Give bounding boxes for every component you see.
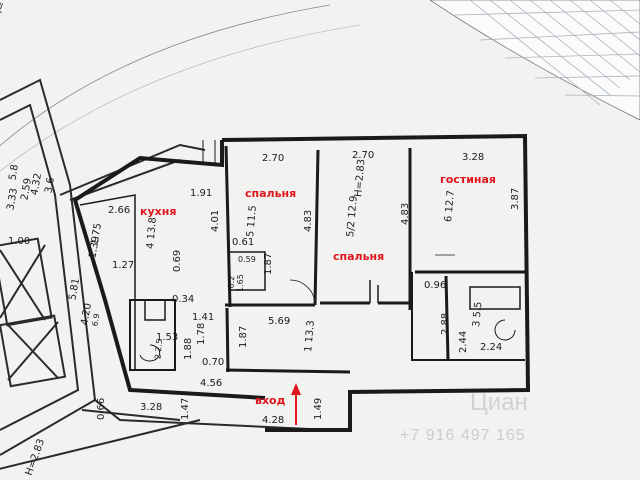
dim-hall-a: 1.41 bbox=[192, 312, 214, 323]
dim-bedroom1-right: 4.83 bbox=[303, 210, 314, 232]
dim-hall-mid: 5.69 bbox=[268, 316, 290, 327]
dim-kitchen-left: 2.66 bbox=[108, 205, 130, 216]
watermark-phone: +7 916 497 165 bbox=[400, 427, 526, 444]
dim-left-i: 5.8 bbox=[7, 164, 21, 182]
graph-paper-grid bbox=[429, 0, 640, 121]
dim-bath-c: 2.44 bbox=[458, 331, 469, 353]
room-label-bedroom-1: спальня bbox=[245, 187, 296, 200]
dim-bedroom2-right: 4.83 bbox=[400, 203, 411, 225]
room-code-wc: 2 2.5 bbox=[153, 338, 164, 359]
dim-kitchen-b: 1.27 bbox=[112, 260, 134, 271]
dim-left-h: 3.33 bbox=[5, 187, 20, 211]
dim-left-g: 2.59 bbox=[19, 177, 34, 201]
dim-bedroom2-top: 2.70 bbox=[352, 150, 374, 161]
dim-bath-a: 0.96 bbox=[424, 280, 446, 291]
dim-bath-d: 2.24 bbox=[480, 342, 502, 353]
dim-left-a: 1.00 bbox=[8, 236, 30, 247]
apartment-walls bbox=[72, 133, 531, 432]
left-building-structure bbox=[0, 78, 331, 470]
dim-left-f: 3.6 bbox=[43, 177, 57, 195]
room-code-bedroom-1: 5 11.5 bbox=[245, 205, 259, 238]
room-label-living-room: гостиная bbox=[440, 173, 496, 186]
dim-wc-a: 1.53 bbox=[156, 332, 178, 343]
room-code-bedroom-2: 5/2 12.9 bbox=[345, 195, 360, 237]
dim-wc-b: 1.78 bbox=[196, 323, 207, 345]
entrance-arrow bbox=[291, 383, 301, 425]
dim-hall-b: 0.70 bbox=[202, 357, 224, 368]
room-height-mark: H=2.83 bbox=[353, 159, 367, 198]
dim-kitchen-d: 1.75 bbox=[89, 222, 104, 246]
dimensions: 1.91 2.66 4.01 0.69 1.27 1.39 1.75 2.70 … bbox=[5, 150, 521, 477]
dim-left-c: 4.20 bbox=[79, 302, 94, 326]
dim-entrance-a: 4.56 bbox=[200, 378, 222, 389]
dim-bedroom1-small: 0.61 bbox=[232, 237, 254, 248]
dim-hall-left: 1.87 bbox=[238, 326, 249, 348]
dim-bedroom1-top: 2.70 bbox=[262, 153, 284, 164]
dim-corridor-b: 1.47 bbox=[180, 398, 191, 420]
dim-bedroom1-c2: 1.87 bbox=[263, 253, 274, 275]
dim-kitchen-right: 4.01 bbox=[210, 210, 221, 232]
dim-kitchen-a: 0.69 bbox=[172, 250, 183, 272]
room-label-bedroom-2: спальня bbox=[333, 250, 384, 263]
room-code-closet: 8.2 bbox=[226, 275, 236, 288]
room-label-entrance: вход bbox=[255, 394, 286, 407]
dim-left-b: 5.81 bbox=[67, 277, 82, 301]
dim-wc-c: 1.88 bbox=[183, 338, 194, 360]
room-code-hall: 1 13.3 bbox=[303, 320, 317, 353]
dim-living-right: 3.87 bbox=[510, 188, 521, 210]
dim-bedroom1-c1: 0.59 bbox=[238, 255, 256, 264]
room-label-kitchen: кухня bbox=[140, 205, 176, 218]
dim-bedroom1-c3: 1.65 bbox=[236, 274, 245, 292]
dim-corridor-c: 0.66 bbox=[96, 398, 107, 420]
room-code-bath: 3 5.5 bbox=[471, 301, 484, 327]
dim-entrance-c: 1.49 bbox=[313, 398, 324, 420]
watermark: Циан +7 916 497 165 bbox=[400, 389, 528, 444]
dim-bath-b: 2.88 bbox=[440, 313, 451, 335]
dim-hall-c: 0.34 bbox=[172, 294, 194, 305]
room-code-living: 6 12.7 bbox=[443, 190, 457, 223]
dim-entrance-b: 4.28 bbox=[262, 415, 284, 426]
dim-kitchen-top: 1.91 bbox=[190, 188, 212, 199]
dim-left-d: 6.9 bbox=[90, 313, 101, 327]
dim-corridor-a: 3.28 bbox=[140, 402, 162, 413]
dim-kitchen-c: 1.39 bbox=[87, 235, 102, 259]
dim-left-e: 4.32 bbox=[29, 172, 44, 196]
room-code-kitchen: 4 13.8 bbox=[145, 217, 159, 250]
dim-living-top: 3.28 bbox=[462, 152, 484, 163]
label-top-left-h: H= bbox=[0, 0, 8, 19]
watermark-brand: Циан bbox=[470, 389, 528, 416]
